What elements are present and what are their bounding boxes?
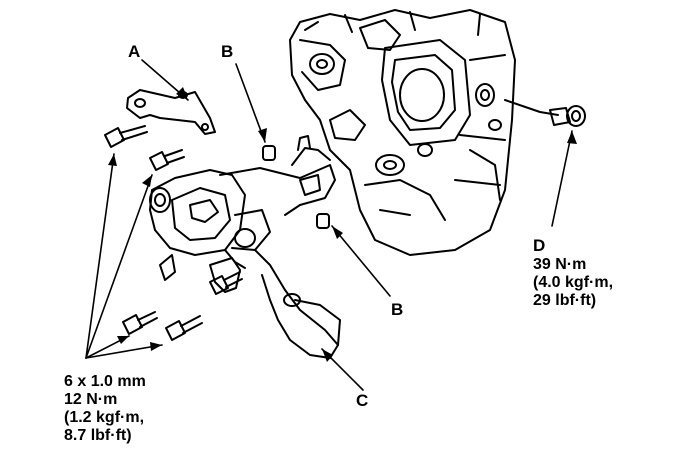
bolt-2: [149, 149, 185, 171]
spec-d-line-1: 39 N·m: [533, 256, 587, 273]
dowel-pin-upper: [262, 145, 276, 161]
callout-b-bottom: B: [391, 300, 404, 319]
spec-bolts-line-4: 8.7 lbf·ft): [64, 427, 132, 444]
arrowheads: [108, 87, 577, 362]
torque-spec-d: 39 N·m (4.0 kgf·m, 29 lbf·ft): [533, 256, 613, 310]
callout-a: A: [128, 42, 141, 61]
spec-d-line-3: 29 lbf·ft): [533, 292, 597, 309]
spec-bolts-line-3: (1.2 kgf·m,: [64, 409, 145, 426]
bolt-3: [122, 311, 158, 335]
leader-lines: [85, 59, 573, 391]
torque-spec-bolts: 6 x 1.0 mm 12 N·m (1.2 kgf·m, 8.7 lbf·ft…: [64, 373, 146, 445]
bolt-5: [209, 271, 243, 295]
spec-bolts-line-2: 12 N·m: [64, 391, 118, 408]
spec-d-line-2: (4.0 kgf·m,: [533, 274, 614, 291]
dowel-pin-lower: [316, 213, 330, 229]
slave-cylinder-assembly: [149, 135, 341, 359]
callout-d: D: [533, 236, 546, 255]
bolt-1: [104, 125, 148, 148]
bolt-4: [165, 315, 203, 341]
pipe-fitting: [209, 257, 241, 293]
bolt-d: [549, 105, 586, 127]
transmission-housing: [289, 9, 559, 256]
callout-c: C: [356, 391, 369, 410]
spec-bolts-line-1: 6 x 1.0 mm: [64, 373, 146, 390]
callout-b-top: B: [221, 42, 234, 61]
